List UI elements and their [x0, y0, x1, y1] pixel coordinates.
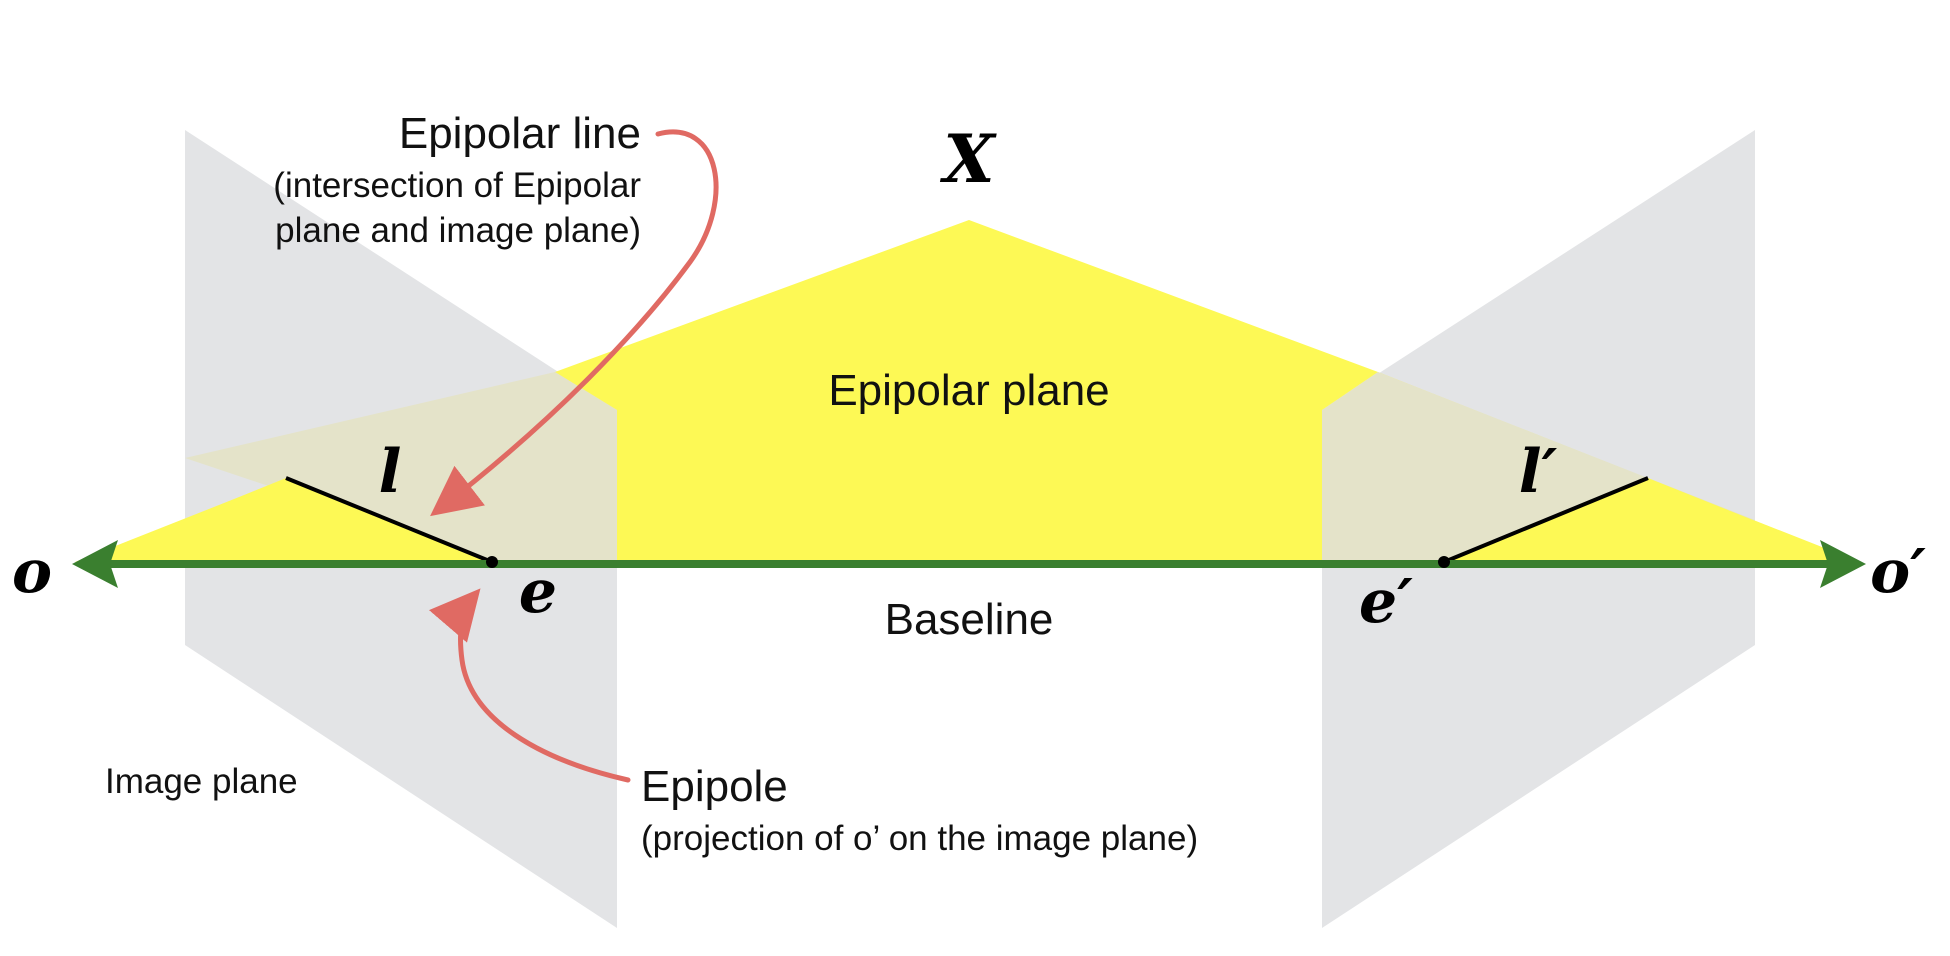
line-l-prime-label: l′: [1519, 437, 1558, 507]
image-plane-label: Image plane: [105, 762, 298, 801]
epipole-title: Epipole: [641, 762, 788, 811]
epipole-note: (projection of o’ on the image plane): [641, 819, 1198, 858]
center-o-prime-label: o′: [1870, 537, 1926, 607]
epipole-e-prime-label: e′: [1359, 567, 1413, 637]
point-x-label: X: [939, 120, 997, 198]
epipolar-plane-center: [555, 220, 1378, 562]
right-yellow-tip: [1444, 478, 1858, 562]
epipolar-line-note-2: plane and image plane): [275, 211, 641, 250]
epipole-e-prime-dot: [1438, 556, 1450, 568]
epipolar-line-l-prime: [1443, 476, 1649, 564]
epipolar-plane-label: Epipolar plane: [828, 366, 1109, 415]
epipole-e-label: e: [519, 557, 557, 627]
center-o-label: o: [12, 537, 52, 607]
epipolar-line-title: Epipolar line: [399, 109, 641, 158]
epipole-annotation-arrow: [428, 588, 631, 783]
line-l-label: l: [379, 437, 402, 507]
baseline-arrowhead-left: [72, 540, 118, 588]
epipolar-line-note-1: (intersection of Epipolar: [273, 166, 641, 205]
baseline-arrowhead-right: [1820, 540, 1866, 588]
baseline-label: Baseline: [885, 595, 1054, 644]
epipolar-line-annotation-arrow: [430, 129, 719, 517]
left-plane-overlap: [185, 372, 617, 562]
epipolar-line-l: [285, 476, 493, 564]
left-yellow-tip: [80, 478, 492, 562]
epipole-e-dot: [486, 556, 498, 568]
